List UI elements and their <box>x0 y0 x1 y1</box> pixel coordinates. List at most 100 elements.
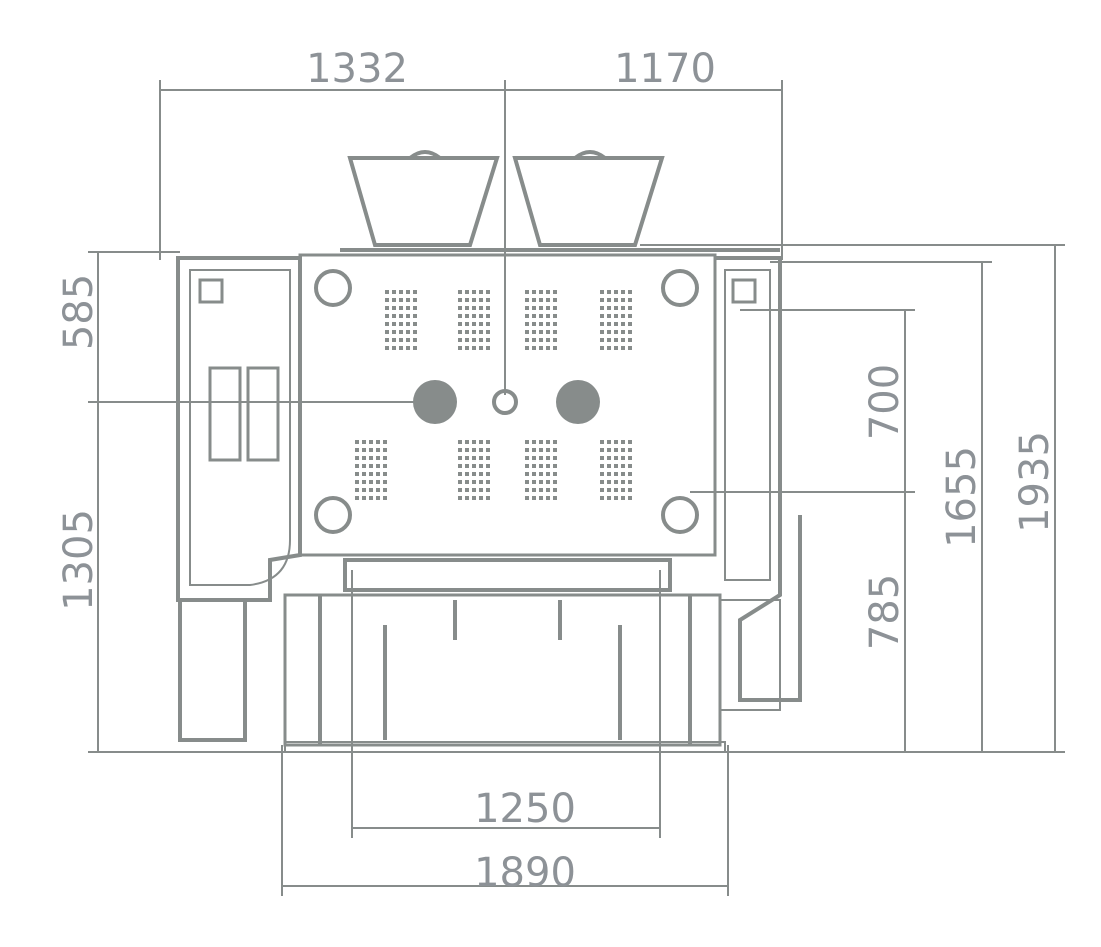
vent-dot <box>546 306 550 310</box>
vent-dot <box>621 448 625 452</box>
vent-dot <box>607 488 611 492</box>
vent-grilles <box>355 290 632 500</box>
vent-dot <box>525 488 529 492</box>
vent-dot <box>525 464 529 468</box>
vent-dot <box>362 448 366 452</box>
vent-dot <box>486 464 490 468</box>
vent-dot <box>614 330 618 334</box>
vent-dot <box>525 496 529 500</box>
vent-dot <box>614 456 618 460</box>
vent-dot <box>376 456 380 460</box>
vent-dot <box>525 306 529 310</box>
dim-785: 785 <box>862 574 908 650</box>
vent-dot <box>607 456 611 460</box>
dim-1890: 1890 <box>474 850 576 896</box>
vent-dot <box>532 314 536 318</box>
vent-dot <box>413 330 417 334</box>
vent-dot <box>465 306 469 310</box>
vent-dot <box>355 472 359 476</box>
vent-dot <box>614 322 618 326</box>
dim-1935: 1935 <box>1012 431 1058 533</box>
vent-dot <box>539 330 543 334</box>
vent-dot <box>385 330 389 334</box>
vent-dot <box>369 448 373 452</box>
vent-dot <box>472 464 476 468</box>
vent-dot <box>600 290 604 294</box>
vent-dot <box>465 338 469 342</box>
vent-dot <box>486 298 490 302</box>
vent-dot <box>539 480 543 484</box>
vent-dot <box>600 488 604 492</box>
vent-dot <box>406 314 410 318</box>
vent-dot <box>539 496 543 500</box>
vent-dot <box>539 290 543 294</box>
vent-dot <box>369 440 373 444</box>
vent-dot <box>539 464 543 468</box>
vent-dot <box>600 346 604 350</box>
vent-dot <box>600 480 604 484</box>
vent-dot <box>553 290 557 294</box>
vent-dot <box>392 290 396 294</box>
vent-dot <box>525 440 529 444</box>
vent-dot <box>406 298 410 302</box>
machine-outline <box>176 150 802 753</box>
vent-dot <box>486 440 490 444</box>
dim-1170: 1170 <box>614 46 716 92</box>
vent-dot <box>392 338 396 342</box>
vent-dot <box>465 290 469 294</box>
vent-dot <box>621 314 625 318</box>
vent-dot <box>479 314 483 318</box>
vent-dot <box>399 314 403 318</box>
vent-dot <box>532 306 536 310</box>
vent-dot <box>472 456 476 460</box>
vent-dot <box>362 472 366 476</box>
vent-dot <box>458 322 462 326</box>
vent-dot <box>607 448 611 452</box>
vent-dot <box>376 496 380 500</box>
vent-dot <box>621 306 625 310</box>
vent-dot <box>600 472 604 476</box>
vent-dot <box>486 330 490 334</box>
vent-dot <box>369 456 373 460</box>
vent-dot <box>525 448 529 452</box>
vent-dot <box>553 440 557 444</box>
vent-dot <box>486 448 490 452</box>
vent-dot <box>472 330 476 334</box>
vent-dot <box>383 448 387 452</box>
vent-dot <box>614 314 618 318</box>
vent-dot <box>621 488 625 492</box>
vent-dot <box>553 480 557 484</box>
vent-dot <box>525 346 529 350</box>
vent-dot <box>546 314 550 318</box>
vent-dot <box>479 346 483 350</box>
vent-dot <box>621 346 625 350</box>
vent-dot <box>628 322 632 326</box>
vent-dot <box>465 488 469 492</box>
vent-dot <box>546 330 550 334</box>
vent-dot <box>553 496 557 500</box>
vent-dot <box>614 472 618 476</box>
vent-dot <box>355 480 359 484</box>
vent-dot <box>553 346 557 350</box>
vent-dot <box>628 306 632 310</box>
vent-dot <box>406 330 410 334</box>
vent-dot <box>525 314 529 318</box>
motor-shafts <box>413 380 600 424</box>
vent-dot <box>553 448 557 452</box>
vent-dot <box>479 338 483 342</box>
vent-dot <box>525 290 529 294</box>
vent-dot <box>614 496 618 500</box>
vent-dot <box>383 440 387 444</box>
vent-dot <box>465 496 469 500</box>
vent-dot <box>607 322 611 326</box>
vent-dot <box>385 306 389 310</box>
vent-dot <box>465 456 469 460</box>
vent-dot <box>472 322 476 326</box>
vent-dot <box>553 338 557 342</box>
vent-dot <box>553 472 557 476</box>
vent-dot <box>621 322 625 326</box>
vent-dot <box>546 290 550 294</box>
vent-dot <box>486 480 490 484</box>
vent-dot <box>369 496 373 500</box>
